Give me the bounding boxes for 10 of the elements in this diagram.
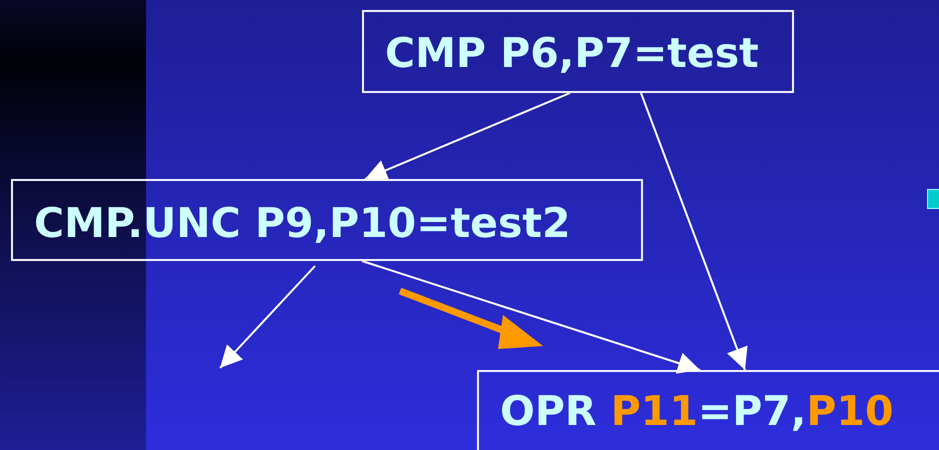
arrow <box>219 265 316 369</box>
arrow <box>364 92 570 181</box>
process-box <box>362 10 794 93</box>
arrow <box>640 92 748 370</box>
node-label: CMP.UNC P9,P10=test2 <box>34 203 571 244</box>
arrow <box>362 260 700 374</box>
node-label: CMP P6,P7=test <box>385 33 759 74</box>
process-box <box>477 370 939 450</box>
node-label: OPR P11=P7,P10 <box>500 391 894 432</box>
process-box <box>11 179 643 261</box>
